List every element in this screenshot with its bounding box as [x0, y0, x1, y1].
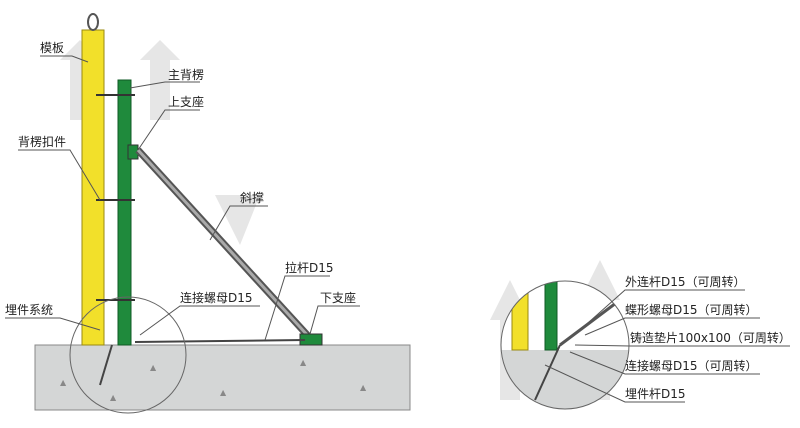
label-embedded-system: 埋件系统	[5, 303, 53, 317]
label-embedded-rod: 埋件杆D15	[625, 387, 686, 401]
left-assembly: ▲▲ ▲▲ ▲▲ 模板 主背楞 上支座 背楞	[5, 13, 411, 414]
right-detail: 外连杆D15（可周转） 蝶形螺母D15（可周转） 铸造垫片100x100（可周转…	[500, 274, 791, 410]
label-coupling-nut-right: 连接螺母D15（可周转）	[625, 358, 758, 373]
svg-text:▲: ▲	[110, 393, 117, 402]
detail-circle	[69, 296, 187, 414]
label-tie-rod: 拉杆D15	[285, 260, 334, 275]
svg-text:▲: ▲	[150, 363, 157, 372]
label-waler-clamp: 背楞扣件	[18, 134, 66, 149]
label-lower-support: 下支座	[320, 290, 356, 305]
svg-text:▲: ▲	[300, 358, 307, 367]
main-waler	[117, 79, 132, 346]
label-wing-nut: 蝶形螺母D15（可周转）	[625, 302, 758, 317]
label-diagonal-brace: 斜撑	[240, 190, 264, 205]
detail-circle-right	[500, 280, 630, 410]
tie-rod	[134, 339, 306, 343]
label-upper-support: 上支座	[168, 94, 204, 109]
embedded-rod	[99, 344, 113, 386]
label-formwork: 模板	[40, 41, 64, 55]
svg-text:▲: ▲	[220, 388, 227, 397]
concrete-slab	[34, 344, 411, 411]
label-main-waler: 主背楞	[168, 67, 204, 82]
waler-clamps	[96, 94, 135, 301]
svg-text:▲: ▲	[360, 383, 367, 392]
lifting-hook-icon	[87, 13, 99, 31]
label-coupling-nut: 连接螺母D15	[180, 290, 253, 305]
label-cast-washer: 铸造垫片100x100（可周转）	[630, 330, 791, 345]
svg-text:▲: ▲	[60, 378, 67, 387]
label-outer-rod: 外连杆D15（可周转）	[625, 274, 746, 289]
